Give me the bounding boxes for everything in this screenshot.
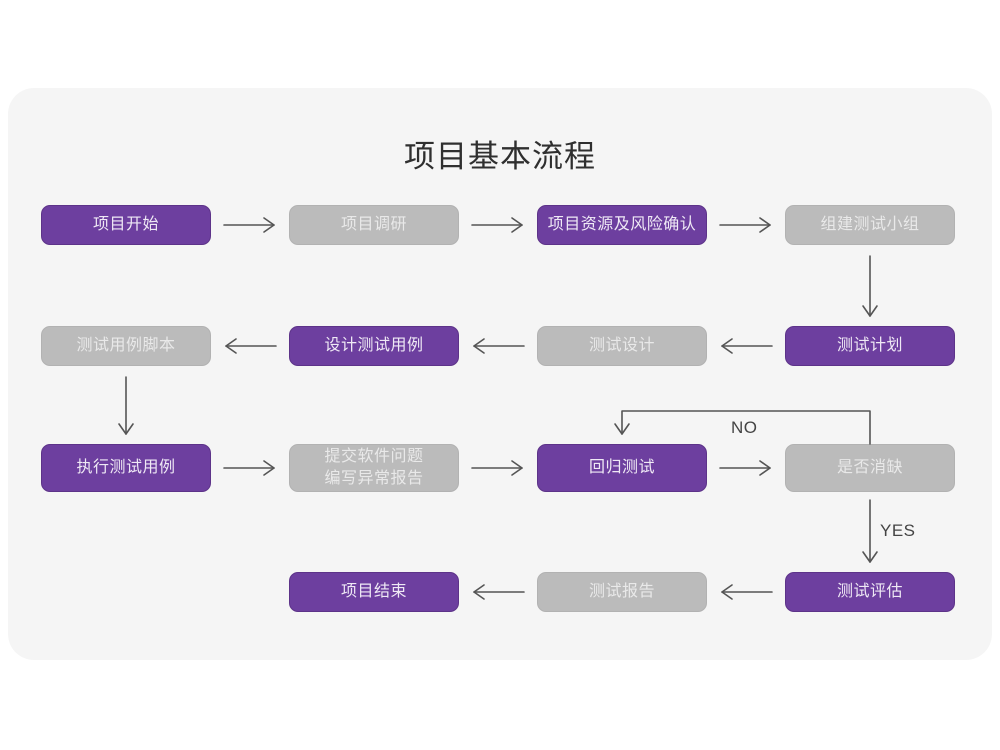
node-submit-issue-report[interactable]: 提交软件问题 编写异常报告 (289, 444, 459, 492)
node-label: 项目结束 (340, 583, 407, 601)
node-resource-risk-confirm[interactable]: 项目资源及风险确认 (537, 205, 707, 245)
node-regression-test[interactable]: 回归测试 (537, 444, 707, 492)
node-project-end[interactable]: 项目结束 (289, 572, 459, 612)
node-label: 项目调研 (340, 216, 407, 234)
node-test-evaluation[interactable]: 测试评估 (785, 572, 955, 612)
node-label: 测试计划 (836, 337, 903, 355)
node-label: 是否消缺 (836, 459, 903, 477)
node-execute-test-case[interactable]: 执行测试用例 (41, 444, 211, 492)
node-label: 测试用例脚本 (76, 337, 176, 355)
node-label: 回归测试 (588, 459, 655, 477)
node-design-test-case[interactable]: 设计测试用例 (289, 326, 459, 366)
node-label: 测试报告 (588, 583, 655, 601)
node-label-line1: 提交软件问题 (324, 448, 424, 466)
edge-label-no: NO (731, 418, 758, 437)
diagram-card (8, 88, 992, 660)
node-form-test-team[interactable]: 组建测试小组 (785, 205, 955, 245)
page-title: 项目基本流程 (404, 139, 596, 174)
node-label-line2: 编写异常报告 (324, 470, 424, 487)
node-test-report[interactable]: 测试报告 (537, 572, 707, 612)
node-label: 测试评估 (836, 583, 903, 601)
edge-label-yes: YES (880, 521, 916, 540)
node-label: 组建测试小组 (820, 216, 920, 234)
node-label: 执行测试用例 (76, 459, 176, 477)
node-test-design[interactable]: 测试设计 (537, 326, 707, 366)
node-label: 设计测试用例 (324, 337, 424, 355)
node-project-research[interactable]: 项目调研 (289, 205, 459, 245)
node-label: 项目资源及风险确认 (547, 216, 697, 234)
node-defect-cleared[interactable]: 是否消缺 (785, 444, 955, 492)
node-label: 测试设计 (588, 337, 655, 355)
node-test-plan[interactable]: 测试计划 (785, 326, 955, 366)
node-project-start[interactable]: 项目开始 (41, 205, 211, 245)
node-label: 项目开始 (92, 216, 159, 234)
node-test-case-script[interactable]: 测试用例脚本 (41, 326, 211, 366)
node-label-group: 提交软件问题 编写异常报告 (324, 446, 423, 489)
